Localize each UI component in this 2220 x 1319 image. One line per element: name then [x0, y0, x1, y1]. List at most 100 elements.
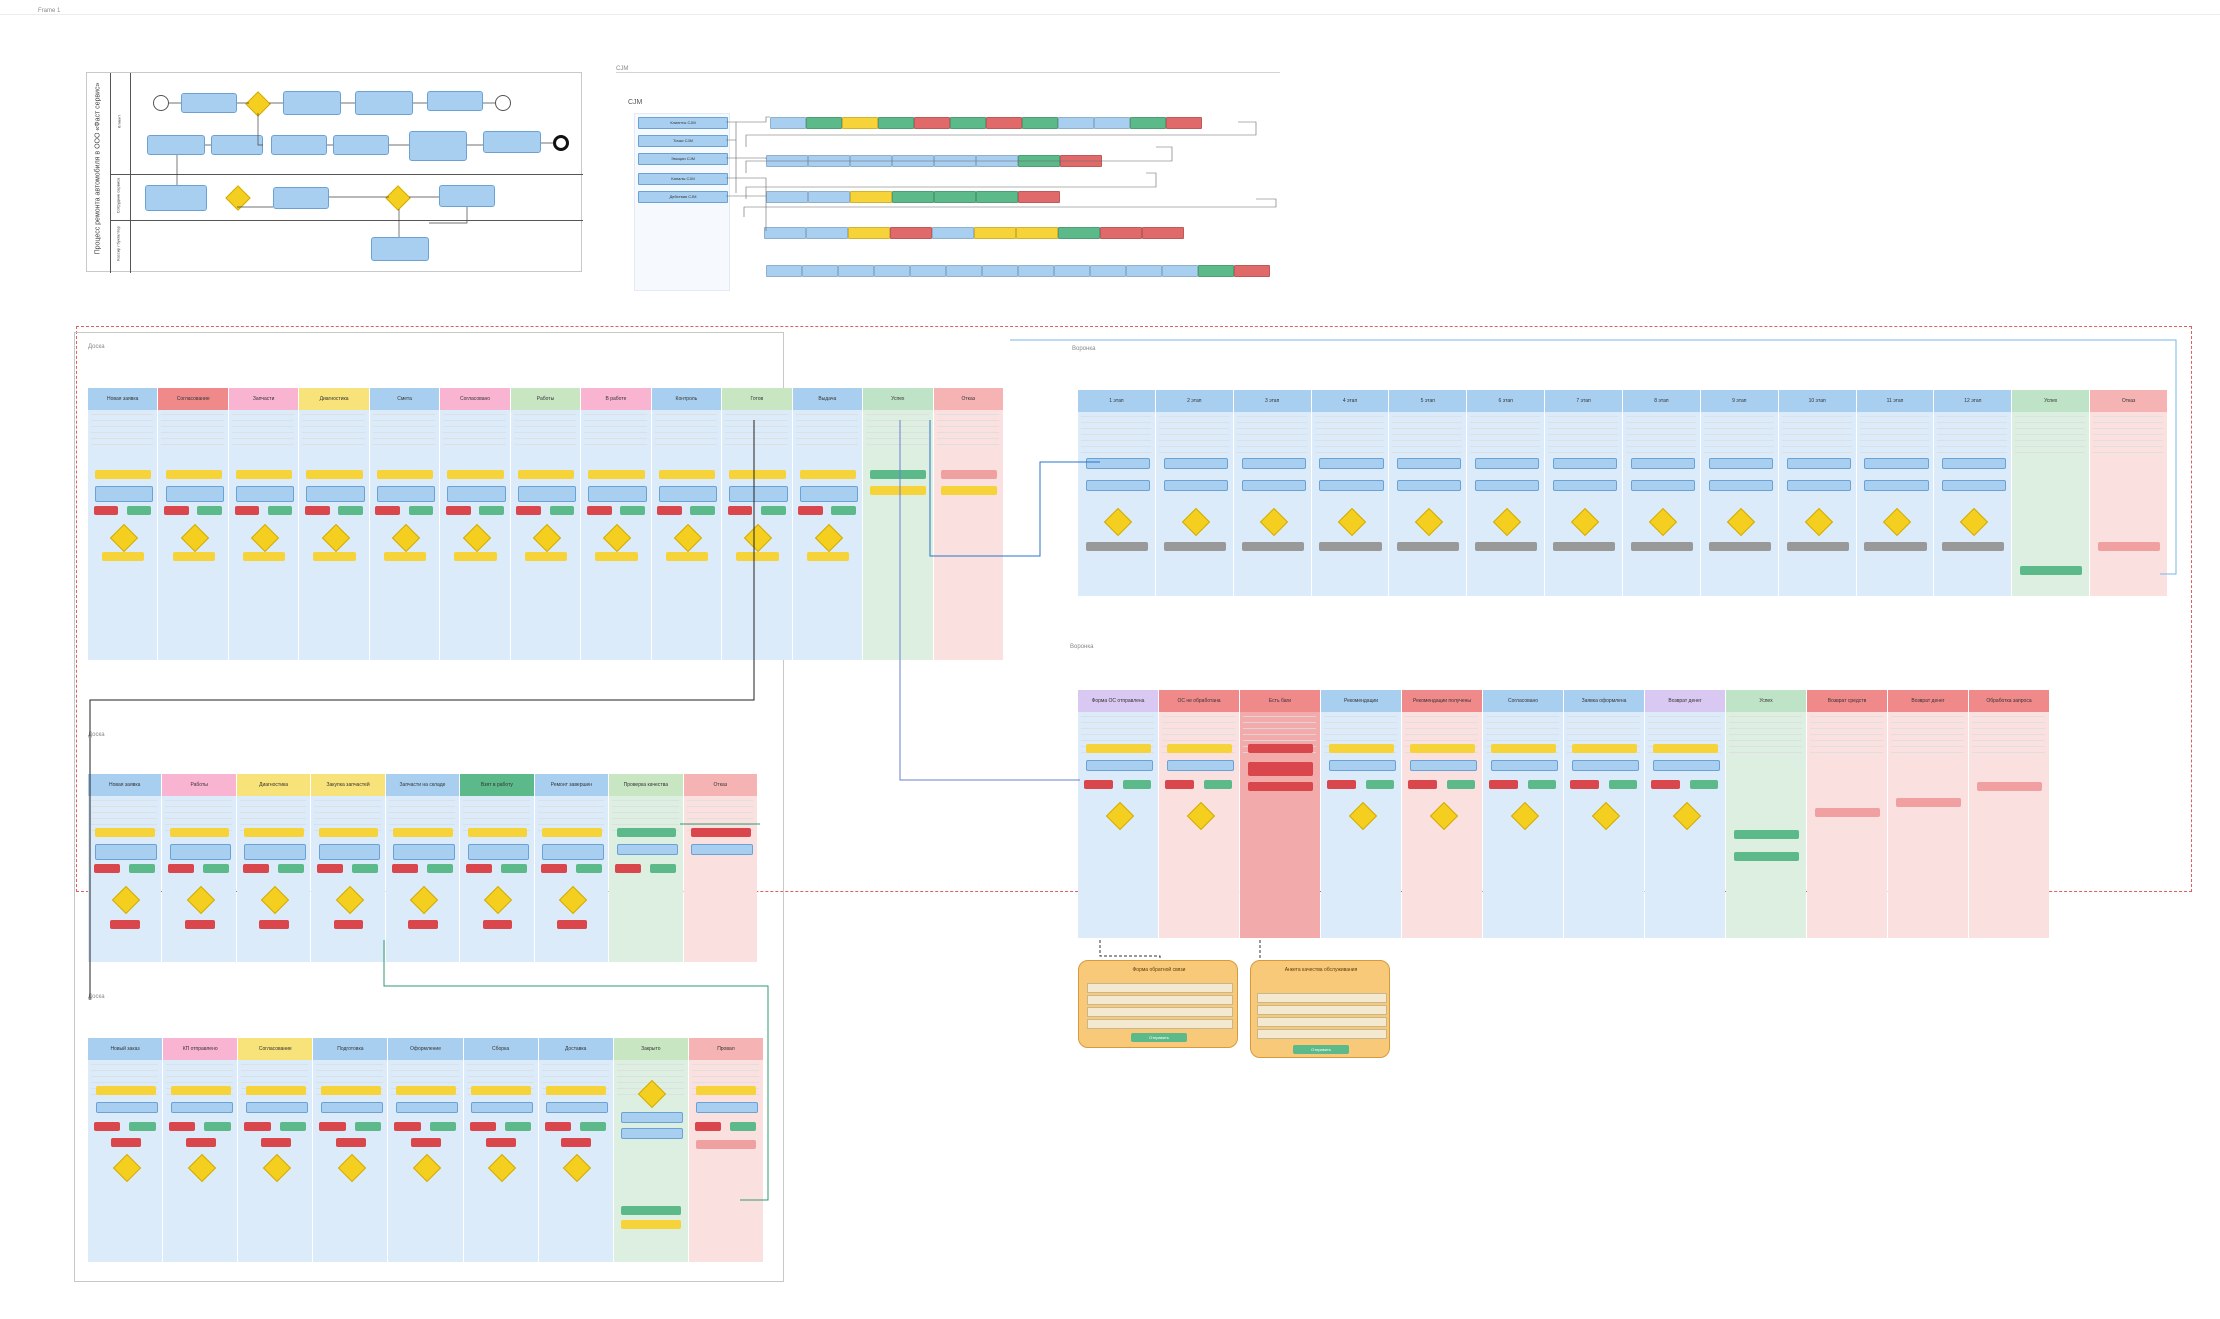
task-card[interactable]: [320, 1086, 381, 1095]
stage-header[interactable]: Возврат денег: [1645, 690, 1725, 712]
task-card[interactable]: [1815, 808, 1880, 817]
reject-card[interactable]: [110, 920, 141, 929]
cjm-tag[interactable]: [766, 191, 808, 203]
success-card[interactable]: [204, 1122, 231, 1131]
stage-header[interactable]: Диагностика: [299, 388, 369, 410]
cjm-tag[interactable]: [1054, 265, 1090, 277]
stage-header[interactable]: Новая заявка: [88, 774, 162, 796]
stage-header[interactable]: Заявка оформлена: [1564, 690, 1644, 712]
cjm-tag[interactable]: [1094, 117, 1130, 129]
reject-card[interactable]: [260, 1138, 291, 1147]
submit-button[interactable]: Отправить: [1131, 1033, 1187, 1042]
task-card[interactable]: [1167, 760, 1234, 771]
reject-card[interactable]: [317, 864, 344, 873]
task-card[interactable]: [1163, 458, 1228, 469]
cjm-tag[interactable]: [950, 117, 986, 129]
quality-form[interactable]: Анкета качества обслуживания Отправить: [1250, 960, 1390, 1058]
stage-header[interactable]: Ремонт завершен: [534, 774, 609, 796]
reject-card[interactable]: [469, 1122, 496, 1131]
stage-header[interactable]: Отказ: [683, 774, 757, 796]
task-card[interactable]: [1552, 542, 1616, 551]
stage-header[interactable]: Проверка качества: [609, 774, 683, 796]
task-card[interactable]: [729, 470, 786, 479]
task-card[interactable]: [1552, 480, 1618, 491]
task-card[interactable]: [1491, 760, 1558, 771]
cjm-tag[interactable]: [1090, 265, 1126, 277]
stage-header[interactable]: Закрыто: [613, 1038, 688, 1060]
task-card[interactable]: [1491, 744, 1556, 753]
stage-header[interactable]: Рекомендации получены: [1402, 690, 1482, 712]
cjm-tag[interactable]: [770, 117, 806, 129]
task-card[interactable]: [95, 1086, 156, 1095]
task-card[interactable]: [95, 828, 155, 837]
task-card[interactable]: [658, 486, 718, 502]
task-card[interactable]: [395, 1102, 459, 1113]
cjm-tag[interactable]: [1022, 117, 1058, 129]
task-card[interactable]: [616, 844, 679, 855]
form-field[interactable]: [1087, 995, 1233, 1005]
cjm-tag[interactable]: [874, 265, 910, 277]
success-card[interactable]: [1608, 780, 1637, 789]
task-card[interactable]: [546, 1102, 609, 1113]
task-card[interactable]: [244, 844, 306, 860]
reject-card[interactable]: [410, 1138, 441, 1147]
reject-card[interactable]: [1248, 762, 1313, 776]
cjm-item[interactable]: Точки CJM: [638, 135, 728, 147]
task-card[interactable]: [1319, 480, 1384, 491]
task[interactable]: [333, 135, 389, 155]
stage-header[interactable]: 2 этап: [1155, 390, 1233, 412]
task-card[interactable]: [1864, 458, 1929, 469]
task-card[interactable]: [542, 828, 602, 837]
task-card[interactable]: [1942, 480, 2007, 491]
cjm-tag[interactable]: [802, 265, 838, 277]
task-card[interactable]: [665, 552, 709, 561]
reject-card[interactable]: [657, 506, 682, 515]
task-card[interactable]: [467, 844, 530, 860]
stage-header[interactable]: 8 этап: [1623, 390, 1700, 412]
stage-header[interactable]: Оформление: [388, 1038, 463, 1060]
task-card[interactable]: [1329, 760, 1396, 771]
task-card[interactable]: [395, 1086, 457, 1095]
cjm-tag[interactable]: [848, 227, 890, 239]
task-card[interactable]: [471, 1102, 534, 1113]
task-card[interactable]: [1475, 542, 1538, 551]
cjm-tag[interactable]: [1126, 265, 1162, 277]
task-card[interactable]: [696, 1140, 757, 1149]
stage-header[interactable]: Закупка запчастей: [311, 774, 385, 796]
task-card[interactable]: [1085, 458, 1151, 469]
task-card[interactable]: [1241, 458, 1306, 469]
task-card[interactable]: [244, 828, 304, 837]
success-card[interactable]: [426, 864, 453, 873]
cjm-frame[interactable]: CJM Клиенты CJM Точки CJM Эмоции CJM Кан…: [616, 72, 1280, 292]
cjm-tag[interactable]: [1130, 117, 1166, 129]
stage-header[interactable]: ОС не обработана: [1159, 690, 1239, 712]
task-card[interactable]: [1708, 458, 1773, 469]
reject-card[interactable]: [234, 506, 260, 515]
success-card[interactable]: [429, 1122, 457, 1131]
reject-card[interactable]: [333, 920, 364, 929]
task-card[interactable]: [1630, 480, 1696, 491]
success-card[interactable]: [1527, 780, 1556, 789]
success-card[interactable]: [831, 506, 857, 515]
cjm-tag[interactable]: [934, 191, 976, 203]
task-card[interactable]: [1786, 480, 1851, 491]
cjm-tag[interactable]: [806, 117, 842, 129]
reject-card[interactable]: [242, 864, 269, 873]
task-card[interactable]: [691, 844, 753, 855]
success-card[interactable]: [616, 828, 677, 837]
task-card[interactable]: [1653, 760, 1720, 771]
task[interactable]: [371, 237, 429, 261]
task-card[interactable]: [1086, 760, 1153, 771]
task-card[interactable]: [467, 828, 528, 837]
form-field[interactable]: [1257, 1017, 1387, 1027]
task-card[interactable]: [1319, 458, 1384, 469]
cjm-tag[interactable]: [1016, 227, 1058, 239]
success-card[interactable]: [126, 506, 152, 515]
cjm-tag[interactable]: [808, 191, 850, 203]
task-card[interactable]: [95, 486, 154, 502]
stage-header[interactable]: Работы: [510, 388, 581, 410]
stage-header[interactable]: 5 этап: [1389, 390, 1467, 412]
task-card[interactable]: [1410, 744, 1475, 753]
success-card[interactable]: [1122, 780, 1151, 789]
success-card[interactable]: [267, 506, 293, 515]
